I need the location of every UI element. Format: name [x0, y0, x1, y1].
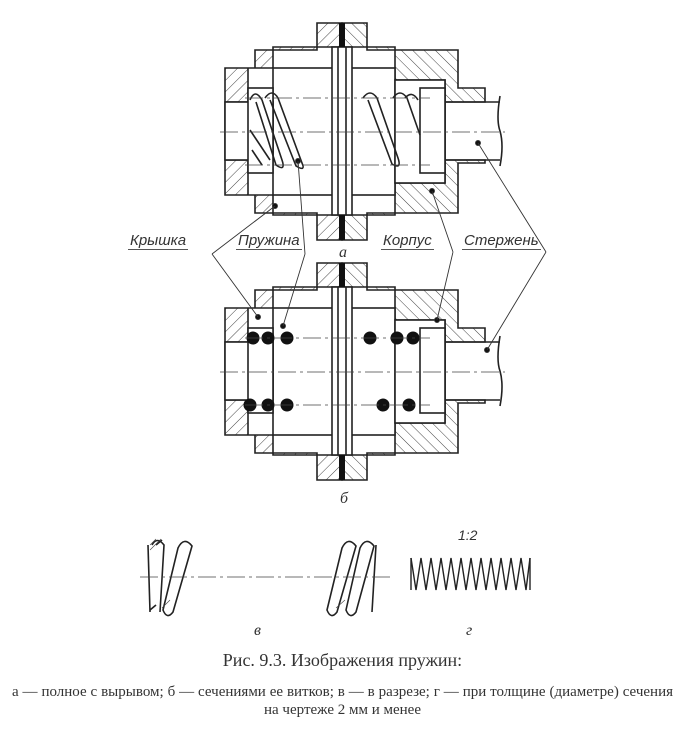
figure-title: Рис. 9.3. Изображения пружин: [222, 650, 463, 670]
view-label-g: г [466, 622, 473, 639]
view-label-a: а [339, 244, 347, 261]
label-spring: Пружина [236, 232, 302, 250]
leader-lines [211, 140, 547, 353]
view-g-simplified-spring [410, 557, 531, 591]
view-v-spring-section [140, 538, 390, 617]
view-label-v: в [254, 622, 261, 639]
figure-description: а — полное с вырывом; б — сечениями ее в… [12, 684, 673, 718]
label-cap: Крышка [128, 232, 189, 250]
scale-label: 1:2 [458, 527, 478, 543]
view-label-b: б [340, 490, 349, 507]
label-rod: Стержень [462, 232, 541, 250]
view-a-full-spring [220, 22, 505, 241]
view-b-sectional-coils [220, 262, 505, 481]
label-body: Корпус [381, 232, 434, 250]
